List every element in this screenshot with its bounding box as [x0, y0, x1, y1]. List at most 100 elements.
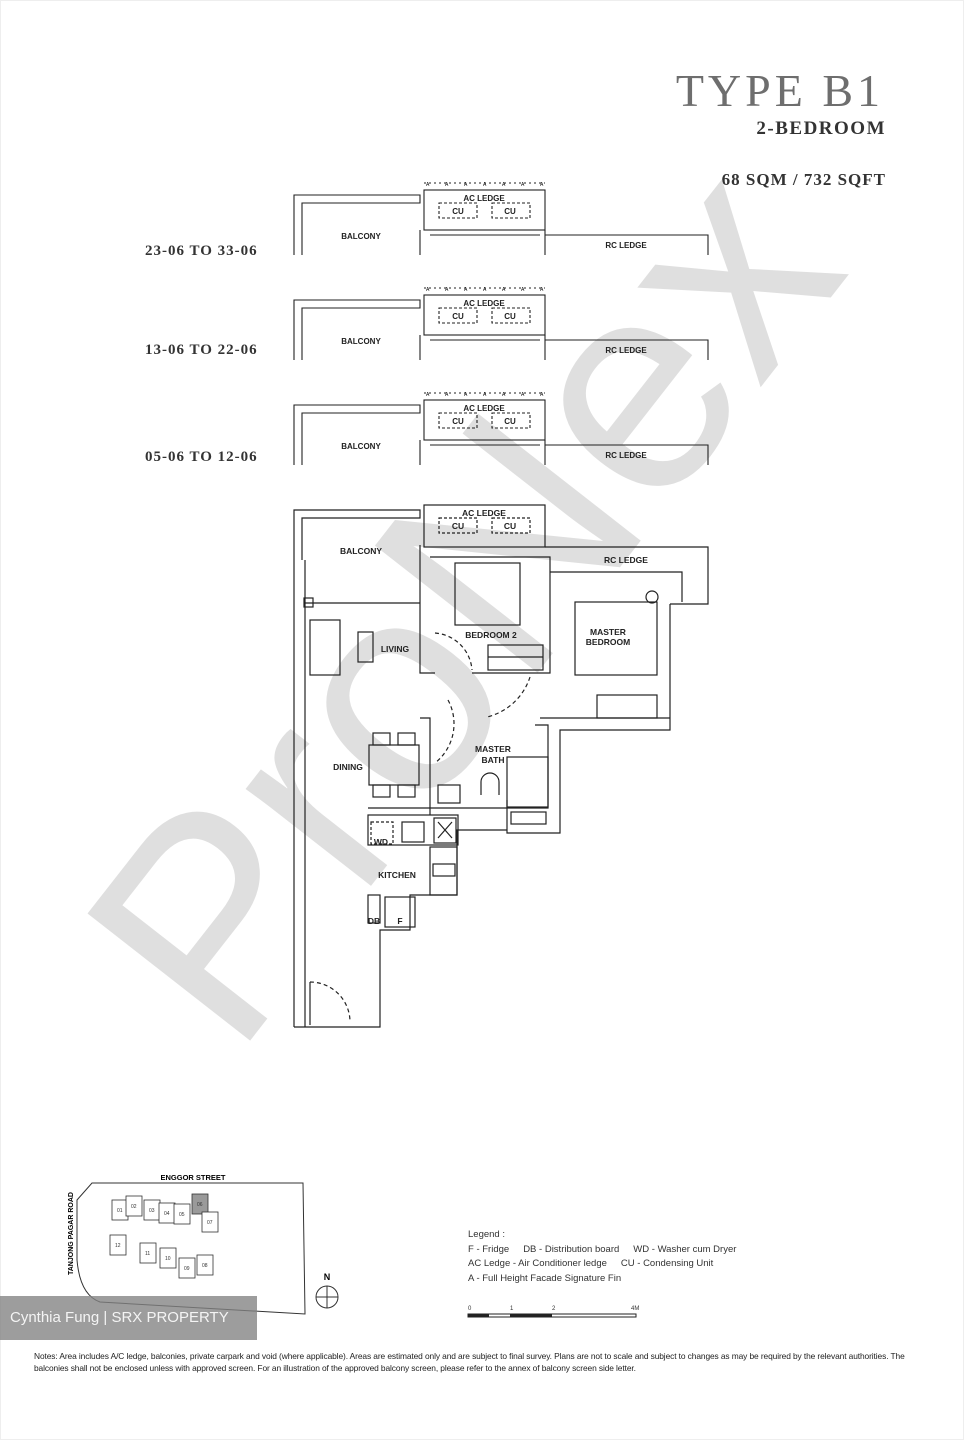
- fin-marker: A: [445, 392, 449, 398]
- fin-marker: A: [483, 287, 487, 293]
- scale-tick: 1: [510, 1306, 514, 1312]
- legend-item: A - Full Height Facade Signature Fin: [468, 1272, 622, 1284]
- site-plan: ENGGOR STREET TANJONG PAGAR ROAD 01 02 03 0…: [68, 1173, 339, 1315]
- tier-label: 05-06 TO 12-06: [145, 449, 258, 465]
- site-unit-number: 09: [184, 1266, 190, 1272]
- tier-rc-ledge: RC LEDGE: [605, 451, 647, 460]
- label-cu: CU: [452, 521, 464, 531]
- fin-marker: A: [502, 182, 506, 188]
- site-unit-number: 12: [115, 1243, 121, 1249]
- tier-cu: CU: [452, 417, 464, 426]
- tier-rc-ledge: RC LEDGE: [605, 346, 647, 355]
- fin-marker: A: [502, 287, 506, 293]
- tier-cu: CU: [504, 417, 516, 426]
- fin-marker: A: [426, 392, 430, 398]
- tier-ac-ledge: AC LEDGE: [463, 404, 505, 413]
- site-unit: [173, 1203, 191, 1225]
- fin-marker: A: [502, 392, 506, 398]
- label-living: LIVING: [381, 644, 410, 654]
- label-db: DB: [368, 916, 380, 926]
- label-master-bedroom: MASTER: [590, 627, 626, 637]
- scale-tick: 4M: [631, 1306, 639, 1312]
- legend-item: WD - Washer cum Dryer: [633, 1243, 737, 1255]
- room-labels: BALCONY AC LEDGE CU CU RC LEDGE BEDROOM …: [333, 508, 648, 926]
- fin-marker: A: [426, 182, 430, 188]
- tier-label: 13-06 TO 22-06: [145, 342, 258, 358]
- scale-tick: 0: [468, 1306, 472, 1312]
- unit-area: 68 SQM / 732 SQFT: [721, 170, 886, 189]
- site-unit-number: 06: [197, 1202, 203, 1208]
- tier-ac-ledge: AC LEDGE: [463, 194, 505, 203]
- fin-marker: A: [521, 182, 525, 188]
- label-ac-ledge: AC LEDGE: [462, 508, 506, 518]
- site-unit: [196, 1254, 214, 1276]
- site-unit-number: 08: [202, 1263, 208, 1269]
- street-left: TANJONG PAGAR ROAD: [68, 1192, 75, 1275]
- fin-marker: A: [445, 287, 449, 293]
- unit-type-title: TYPE B1: [675, 65, 884, 116]
- bedroom-count: 2-BEDROOM: [756, 118, 886, 139]
- scale-bar: 0 1 2 4M: [467, 1306, 639, 1318]
- tier-cu: CU: [452, 207, 464, 216]
- compass-north: N: [324, 1272, 331, 1282]
- site-unit-number: 07: [207, 1220, 213, 1226]
- label-bedroom-2: BEDROOM 2: [465, 630, 517, 640]
- fin-marker: A: [445, 182, 449, 188]
- label-wd: WD: [374, 837, 388, 847]
- site-unit-number: 02: [131, 1204, 137, 1210]
- fin-marker: A: [483, 392, 487, 398]
- label-fridge: F: [397, 916, 402, 926]
- site-unit-number: 01: [117, 1208, 123, 1214]
- legend-item: DB - Distribution board: [523, 1243, 620, 1255]
- tier-rc-ledge: RC LEDGE: [605, 241, 647, 250]
- tier-cu: CU: [504, 207, 516, 216]
- label-rc-ledge: RC LEDGE: [604, 555, 648, 565]
- compass-icon: N: [315, 1272, 339, 1309]
- fin-marker: A: [540, 287, 544, 293]
- legend: Legend : F - Fridge DB - Distribution boa…: [468, 1228, 750, 1286]
- main-floor-plan: [293, 504, 709, 1028]
- label-balcony: BALCONY: [340, 546, 382, 556]
- site-unit-number: 05: [179, 1212, 185, 1218]
- label-master-bedroom: BEDROOM: [586, 637, 630, 647]
- tier-plan: AC LEDGE CU CU BALCONY RC LEDGE A A A A A A A: [293, 392, 709, 465]
- label-kitchen: KITCHEN: [378, 870, 416, 880]
- tier-cu: CU: [504, 312, 516, 321]
- site-unit: [139, 1242, 157, 1264]
- label-master-bath: BATH: [482, 755, 505, 765]
- site-unit-number: 11: [145, 1251, 150, 1257]
- site-unit: [201, 1211, 219, 1233]
- tier-balcony: BALCONY: [341, 337, 381, 346]
- fin-marker: A: [464, 392, 468, 398]
- fin-marker: A: [464, 287, 468, 293]
- site-unit-number: 04: [164, 1211, 170, 1217]
- fin-marker: A: [521, 392, 525, 398]
- fin-marker: A: [521, 287, 525, 293]
- notes: Notes: Area includes A/C ledge, balconie…: [34, 1351, 905, 1373]
- site-unit: [109, 1234, 127, 1256]
- street-top: ENGGOR STREET: [160, 1173, 225, 1182]
- tier-balcony: BALCONY: [341, 442, 381, 451]
- tier-cu: CU: [452, 312, 464, 321]
- legend-item: AC Ledge - Air Conditioner ledge: [468, 1258, 607, 1269]
- fin-marker: A: [483, 182, 487, 188]
- tier-ac-ledge: AC LEDGE: [463, 299, 505, 308]
- site-unit-number: 10: [165, 1256, 171, 1262]
- credit-overlay: Cynthia Fung | SRX PROPERTY: [0, 1296, 257, 1340]
- legend-item: F - Fridge: [468, 1243, 510, 1255]
- site-unit: [191, 1193, 209, 1215]
- site-unit-number: 03: [149, 1208, 155, 1214]
- site-unit: [125, 1195, 143, 1217]
- legend-title: Legend :: [468, 1229, 505, 1240]
- fin-marker: A: [540, 392, 544, 398]
- label-cu: CU: [504, 521, 516, 531]
- tier-label: 23-06 TO 33-06: [145, 243, 258, 259]
- tier-balcony: BALCONY: [341, 232, 381, 241]
- watermark: ProNex: [21, 104, 902, 1099]
- legend-item: CU - Condensing Unit: [620, 1258, 714, 1269]
- label-master-bath: MASTER: [475, 744, 511, 754]
- fin-marker: A: [540, 182, 544, 188]
